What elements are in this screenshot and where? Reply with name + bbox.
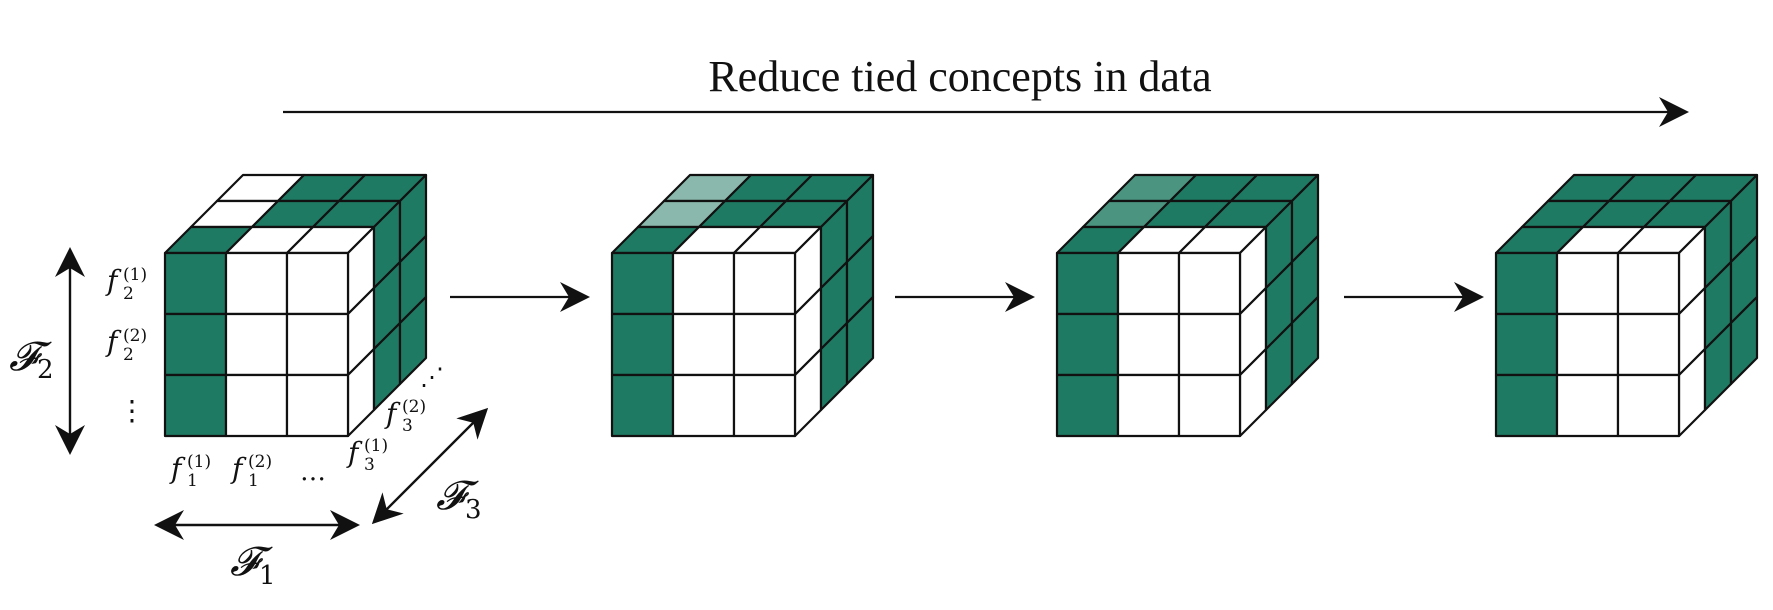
cube-cell-front <box>1177 251 1242 316</box>
cube-cell-front <box>1116 373 1181 438</box>
cube-cell-front <box>1494 373 1559 438</box>
svg-text:f: f <box>346 436 363 469</box>
cube-cell-front <box>1616 312 1681 377</box>
svg-text:f: f <box>230 452 247 485</box>
feature-label-f2-1: f (1) 2 <box>105 264 147 304</box>
cube-cell-front <box>732 312 797 377</box>
cube-cell-front <box>1494 312 1559 377</box>
svg-text:f: f <box>169 452 186 485</box>
cube-cell-front <box>163 251 228 316</box>
feature-ellipsis-diagonal: ⋰ <box>420 363 444 391</box>
title-text: Reduce tied concepts in data <box>708 52 1211 101</box>
cube-cell-front <box>732 373 797 438</box>
cube-cell-front <box>1555 251 1620 316</box>
feature-ellipsis-horizontal: … <box>300 457 326 487</box>
cube-cell-side <box>1290 295 1320 386</box>
cube-cell-front <box>610 312 675 377</box>
svg-text:1: 1 <box>248 471 259 491</box>
cube-1 <box>163 173 428 438</box>
cube-cell-front <box>163 373 228 438</box>
svg-text:2: 2 <box>37 355 54 385</box>
svg-text:f: f <box>384 397 401 430</box>
cube-cell-side <box>845 295 875 386</box>
cube-3 <box>1055 173 1320 438</box>
feature-label-f1-2: f (2) 1 <box>230 452 272 491</box>
feature-label-f3-1: f (1) 3 <box>346 436 388 475</box>
svg-text:(1): (1) <box>364 436 388 456</box>
cube-cell-front <box>1055 312 1120 377</box>
feature-ellipsis-vertical: ⋮ <box>118 394 146 427</box>
cube-cell-front <box>610 373 675 438</box>
cube-cell-front <box>671 312 736 377</box>
cube-cell-front <box>1555 373 1620 438</box>
axis-f1-label: 𝓕 1 <box>230 539 276 591</box>
cube-cell-front <box>224 373 289 438</box>
cube-cell-front <box>1055 251 1120 316</box>
svg-text:(1): (1) <box>123 265 147 285</box>
svg-text:f: f <box>105 325 122 358</box>
cube-cell-front <box>1177 312 1242 377</box>
axis-f3-arrow <box>371 407 489 525</box>
svg-text:(2): (2) <box>402 397 426 417</box>
feature-label-f3-2: f (2) 3 <box>384 397 426 436</box>
cube-cell-front <box>1177 373 1242 438</box>
axis-f3-label: 𝓕 3 <box>436 473 482 525</box>
axis-f2-label: 𝓕 2 <box>9 334 54 385</box>
cube-cell-front <box>224 251 289 316</box>
cube-cell-front <box>1116 312 1181 377</box>
cube-cell-front <box>1555 312 1620 377</box>
cube-cell-front <box>1055 373 1120 438</box>
svg-text:(1): (1) <box>187 452 211 472</box>
svg-text:2: 2 <box>123 345 134 365</box>
svg-text:3: 3 <box>364 455 375 475</box>
feature-label-f2-2: f (2) 2 <box>105 325 147 365</box>
cube-cell-front <box>285 373 350 438</box>
cube-cell-front <box>1494 251 1559 316</box>
cube-cell-front <box>610 251 675 316</box>
svg-text:2: 2 <box>123 284 134 304</box>
cube-cell-front <box>1616 373 1681 438</box>
cube-cell-front <box>1616 251 1681 316</box>
cube-cell-front <box>732 251 797 316</box>
svg-text:(2): (2) <box>123 326 147 346</box>
cube-cell-front <box>224 312 289 377</box>
svg-text:(2): (2) <box>248 452 272 472</box>
cube-4 <box>1494 173 1759 438</box>
svg-text:3: 3 <box>465 495 482 525</box>
feature-label-f1-1: f (1) 1 <box>169 452 211 491</box>
svg-text:f: f <box>105 264 122 297</box>
cube-cell-front <box>671 251 736 316</box>
svg-text:1: 1 <box>187 471 198 491</box>
svg-text:1: 1 <box>259 561 276 591</box>
cube-cell-side <box>398 295 428 386</box>
cubes-group <box>163 173 1759 438</box>
cube-cell-front <box>1116 251 1181 316</box>
cube-cell-front <box>671 373 736 438</box>
cube-cell-front <box>163 312 228 377</box>
cube-2 <box>610 173 875 438</box>
svg-text:3: 3 <box>402 416 413 436</box>
cube-cell-side <box>1729 295 1759 386</box>
cube-cell-front <box>285 251 350 316</box>
cube-cell-front <box>285 312 350 377</box>
